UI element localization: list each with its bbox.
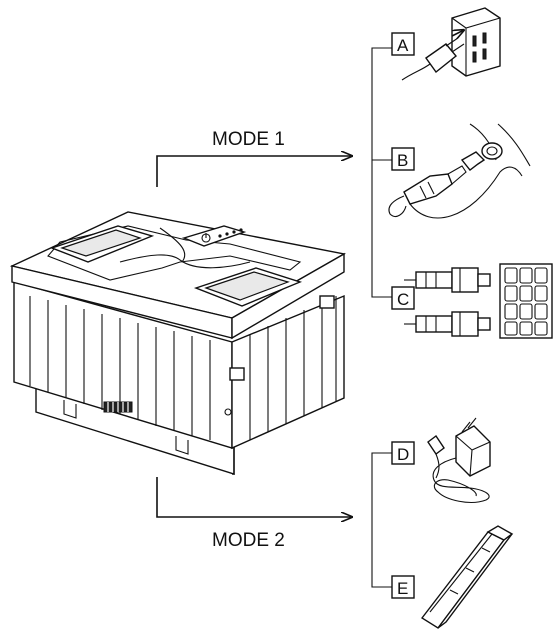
left-latch: [229, 367, 245, 381]
power-station-illustration: [9, 211, 346, 475]
source-label-c: C: [397, 290, 409, 309]
car-plug-illustration: [388, 151, 523, 219]
control-panel: [181, 225, 247, 247]
source-label-b: B: [397, 151, 408, 170]
source-label-d: D: [397, 445, 409, 464]
mode2-bracket: [371, 452, 392, 588]
wall-outlet-illustration: [451, 7, 501, 77]
source-box-c: C: [391, 286, 415, 310]
vent-grille: [103, 401, 133, 413]
source-box-a: A: [391, 32, 415, 56]
source-box-d: D: [391, 441, 415, 465]
mode1-arrow: [156, 156, 352, 187]
mode1-bracket: [371, 47, 396, 298]
source-box-e: E: [391, 575, 415, 599]
mode1-label: MODE 1: [212, 129, 285, 150]
mode2-arrow: [156, 477, 352, 517]
right-latch: [319, 295, 335, 309]
battery-pack-illustration: [420, 525, 514, 629]
ac-plug-illustration: [401, 30, 464, 81]
solar-connector-illustration: [404, 267, 491, 337]
solar-panel-illustration: [499, 263, 553, 339]
mode2-label: MODE 2: [212, 530, 285, 551]
source-label-e: E: [397, 579, 408, 598]
car-socket-illustration: [469, 123, 531, 167]
source-label-a: A: [397, 36, 409, 55]
side-port: [224, 408, 232, 416]
ac-adapter-illustration: [427, 417, 491, 503]
source-box-b: B: [391, 147, 415, 171]
